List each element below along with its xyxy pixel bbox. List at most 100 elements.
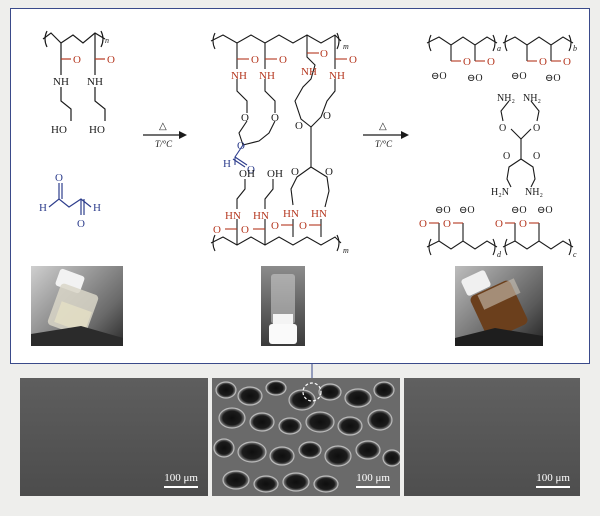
- scale-line-2: [356, 486, 390, 488]
- glyoxal-o-2: O: [77, 218, 85, 230]
- scale-line-1: [164, 486, 198, 488]
- net-o-7: O: [271, 220, 279, 232]
- amide-oxygen-1: O: [73, 54, 81, 66]
- diamine-h2n: H₂N: [491, 187, 509, 198]
- net-o-1: O: [251, 54, 259, 66]
- scale-bar-2: 100 μm: [356, 472, 390, 488]
- net-acetal-o-2: O: [247, 164, 255, 176]
- prod-sub-a: a: [497, 44, 501, 53]
- net-oh-1: OH: [239, 168, 255, 180]
- net-nh-1: NH: [231, 70, 247, 82]
- reaction-scheme: O O NH NH HO HO n H H O O △ T/°C: [39, 30, 577, 259]
- prod-top-o-2: O: [487, 56, 495, 68]
- product-bottom-polymer: [426, 223, 574, 256]
- reaction-arrow-2: [363, 131, 409, 139]
- scale-label-3: 100 μm: [536, 472, 570, 484]
- net-acetal-o-1: O: [237, 140, 245, 152]
- arrow1-heat: △: [159, 121, 167, 132]
- prod-top-ominus-2: ⊖O: [467, 73, 483, 84]
- net-ether-o-4: O: [323, 110, 331, 122]
- glyoxal-h-2: H: [93, 202, 101, 214]
- prod-top-o-1: O: [463, 56, 471, 68]
- net-ether-o-3: O: [295, 120, 303, 132]
- diamine-nh2-1: NH₂: [497, 93, 515, 104]
- crosslinked-network: [210, 32, 342, 252]
- net-o-2: O: [279, 54, 287, 66]
- net-hn-4: HN: [311, 208, 327, 220]
- prod-sub-d: d: [497, 250, 502, 259]
- scale-bar-3: 100 μm: [536, 472, 570, 488]
- diamine-o-4: O: [533, 151, 540, 162]
- net-oh-2: OH: [267, 168, 283, 180]
- diamine-o-2: O: [533, 123, 540, 134]
- sem-image-1: 100 μm: [20, 378, 208, 496]
- scale-label-2: 100 μm: [356, 472, 390, 484]
- red-amide-bonds: [225, 52, 347, 230]
- prod-bot-o-4: O: [519, 218, 527, 230]
- net-subscript-m-top: m: [343, 42, 349, 51]
- product-top-polymer: [426, 34, 574, 61]
- amide-oxygen-2: O: [107, 54, 115, 66]
- net-nh-3: NH: [301, 66, 317, 78]
- prod-bot-ominus-3: ⊖O: [511, 205, 527, 216]
- prod-top-o-3: O: [539, 56, 547, 68]
- diamine-molecule: [500, 100, 540, 188]
- vial-photo-degraded: [455, 266, 543, 346]
- prod-bot-ominus-2: ⊖O: [459, 205, 475, 216]
- net-nh-2: NH: [259, 70, 275, 82]
- scale-line-3: [536, 486, 570, 488]
- prod-bot-ominus-4: ⊖O: [537, 205, 553, 216]
- diamine-nh2-3: NH₂: [525, 187, 543, 198]
- scale-bar-1: 100 μm: [164, 472, 198, 488]
- prod-bot-o-3: O: [495, 218, 503, 230]
- glyoxal-h-1: H: [39, 202, 47, 214]
- vial-hydrogel-icon: [269, 274, 297, 344]
- vial-precursor-icon: [31, 268, 123, 346]
- glyoxal-o-1: O: [55, 172, 63, 184]
- net-o-5: O: [213, 224, 221, 236]
- net-o-6: O: [241, 224, 249, 236]
- reaction-arrow-1: [143, 131, 187, 139]
- net-hn-2: HN: [253, 210, 269, 222]
- amide-nh-2: NH: [87, 76, 103, 88]
- prod-bot-ominus-1: ⊖O: [435, 205, 451, 216]
- porous-network-texture: [212, 378, 400, 496]
- net-hn-3: HN: [283, 208, 299, 220]
- net-subscript-m-bottom: m: [343, 246, 349, 255]
- arrow2-temperature: T/°C: [375, 139, 393, 149]
- glyoxal-molecule: [48, 183, 92, 215]
- hydroxyl-1: HO: [51, 124, 67, 136]
- vial-photo-precursor: [31, 266, 123, 346]
- prod-bot-o-1: O: [419, 218, 427, 230]
- subscript-n: n: [105, 36, 109, 45]
- scale-label-1: 100 μm: [164, 472, 198, 484]
- prod-top-ominus-3: ⊖O: [511, 71, 527, 82]
- net-o-4: O: [349, 54, 357, 66]
- amide-nh-1: NH: [53, 76, 69, 88]
- arrow1-temperature: T/°C: [155, 139, 173, 149]
- blue-aldehyde-fragment: [232, 144, 248, 168]
- vial-photo-hydrogel: [261, 266, 305, 346]
- starting-polymer: [42, 30, 106, 121]
- vial-degraded-icon: [455, 270, 543, 346]
- net-nh-4: NH: [329, 70, 345, 82]
- prod-sub-c: c: [573, 250, 577, 259]
- net-o-8: O: [299, 220, 307, 232]
- prod-top-ominus-4: ⊖O: [545, 73, 561, 84]
- sem-image-3: 100 μm: [404, 378, 580, 496]
- arrow2-heat: △: [379, 121, 387, 132]
- net-ether-o-1: O: [241, 112, 249, 124]
- sem-image-2: 100 μm: [212, 378, 400, 496]
- net-hn-1: HN: [225, 210, 241, 222]
- net-o-3: O: [320, 48, 328, 60]
- net-acetal-o-4: O: [325, 166, 333, 178]
- net-ether-o-2: O: [271, 112, 279, 124]
- diamine-nh2-2: NH₂: [523, 93, 541, 104]
- zoom-circle-marker: [302, 382, 322, 402]
- net-aldehyde-h: H: [223, 158, 231, 170]
- prod-bot-o-2: O: [443, 218, 451, 230]
- reaction-scheme-panel: O O NH NH HO HO n H H O O △ T/°C: [10, 8, 590, 364]
- diamine-o-3: O: [503, 151, 510, 162]
- net-acetal-o-3: O: [291, 166, 299, 178]
- prod-top-ominus-1: ⊖O: [431, 71, 447, 82]
